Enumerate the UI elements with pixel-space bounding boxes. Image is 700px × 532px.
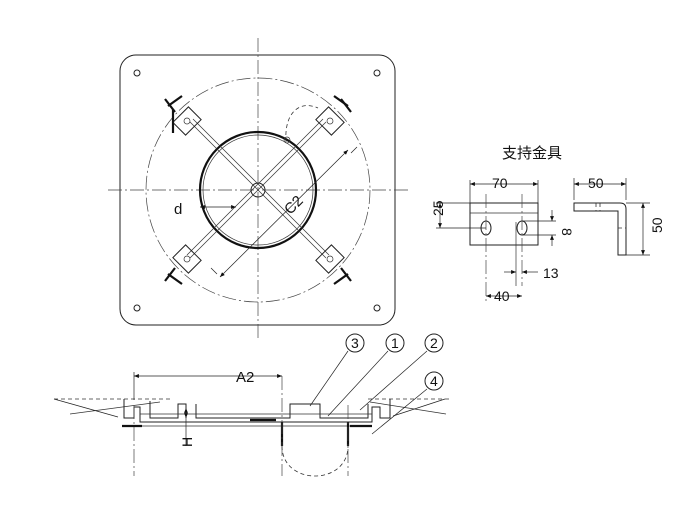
corner-bracket (172, 244, 202, 274)
section-view: A2 H 3 1 2 4 (53, 333, 450, 477)
chain-loop-section (281, 445, 349, 477)
dim-c2-line (219, 149, 349, 278)
dim-50-top-label: 50 (588, 175, 604, 191)
frame-section (123, 399, 391, 423)
svg-text:3: 3 (351, 335, 359, 351)
label-a2: A2 (236, 369, 254, 386)
bracket-side-outline (573, 202, 627, 256)
plate-hole (373, 69, 381, 77)
bracket-front-outline (469, 202, 539, 246)
dim-13-label: 13 (543, 265, 559, 281)
dim-40-label: 40 (494, 288, 510, 304)
dim-50-side-label: 50 (649, 217, 665, 233)
chain-loop (285, 105, 319, 143)
label-d: d (174, 201, 182, 218)
label-h: H (179, 437, 195, 447)
anchor-bolt (340, 98, 352, 113)
chain-link (283, 136, 291, 144)
plate-hole (133, 304, 141, 312)
callout-1: 1 (327, 333, 405, 417)
plate-hole (373, 304, 381, 312)
svg-text:2: 2 (430, 335, 438, 351)
bracket-detail: 支持金具 70 25 8 13 40 (430, 145, 665, 304)
dim-25-label: 25 (430, 200, 446, 216)
dim-70-label: 70 (492, 175, 508, 191)
label-c2: C2 (281, 192, 307, 218)
plate-hole (133, 69, 141, 77)
callout-2: 2 (359, 333, 444, 411)
svg-text:1: 1 (391, 335, 399, 351)
bracket-title: 支持金具 (502, 145, 562, 162)
corner-bracket (315, 244, 345, 274)
anchor-bolt (164, 267, 176, 282)
callout-4: 4 (371, 371, 444, 435)
dim-8-label: 8 (559, 228, 575, 236)
bolt-circle (145, 77, 371, 303)
callout-3: 3 (309, 333, 365, 407)
plan-view: d C2 (108, 38, 410, 338)
svg-text:4: 4 (430, 373, 438, 389)
corner-bracket (171, 106, 202, 136)
anchor-bolt (164, 98, 176, 113)
corner-bracket (315, 106, 345, 136)
